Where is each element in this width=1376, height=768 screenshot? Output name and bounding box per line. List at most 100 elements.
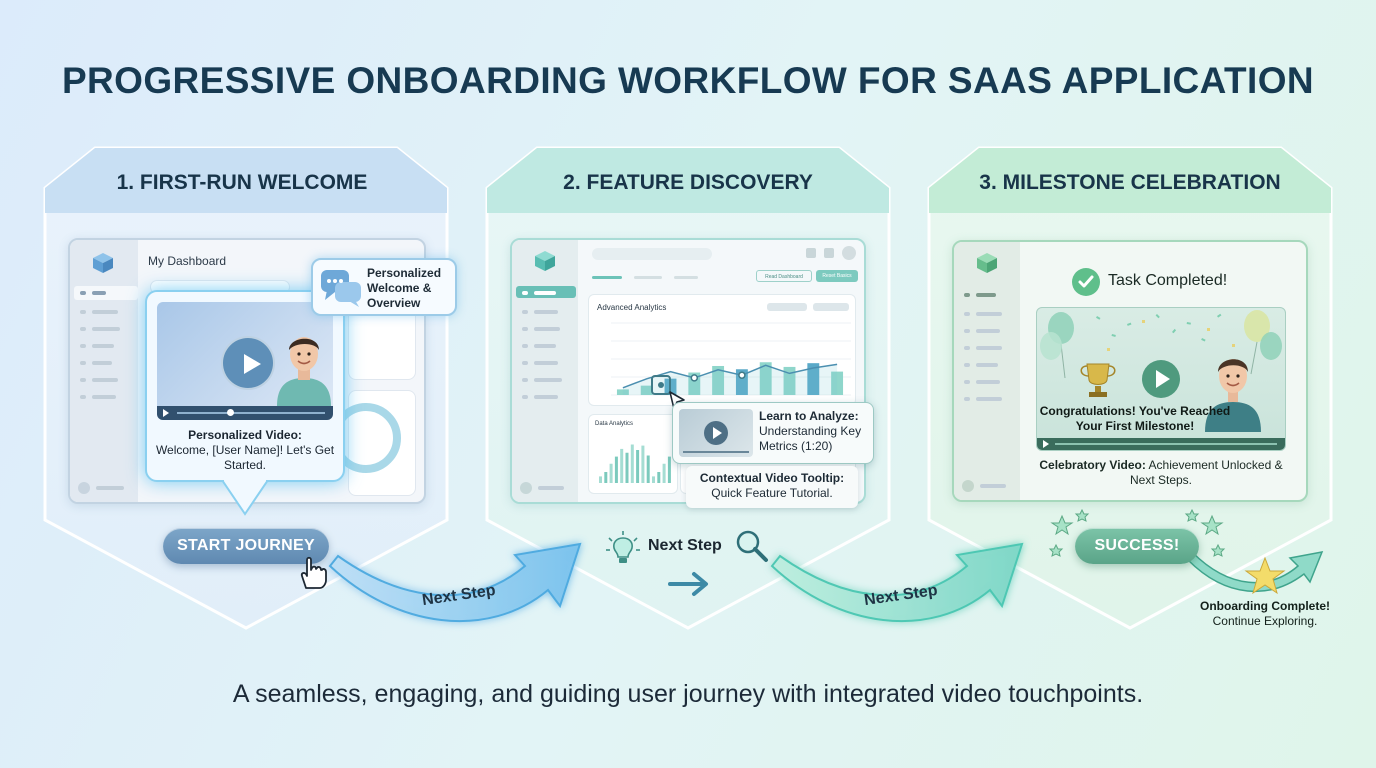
trophy-icon: [1080, 363, 1116, 397]
play-icon[interactable]: [221, 336, 275, 390]
mini-chart-bar: [667, 456, 671, 483]
chart-bar: [616, 389, 629, 395]
tooltip-video-player[interactable]: [679, 409, 753, 457]
analytics-chart: [611, 322, 851, 396]
next-step-arrow-2: [770, 542, 1024, 623]
mini-chart-bar: [641, 445, 645, 483]
reset-basics-button[interactable]: Reset Basics: [816, 270, 858, 282]
read-dashboard-button[interactable]: Read Dashboard: [756, 270, 812, 282]
balloon-icon: [1244, 310, 1270, 342]
sidebar: [954, 242, 1020, 500]
mini-chart-bar: [599, 476, 602, 483]
chart-bar: [688, 372, 701, 395]
cube-logo-icon: [535, 251, 555, 271]
advanced-analytics-card: Advanced Analytics: [588, 294, 856, 406]
celebration-video-player[interactable]: Congratulations! You've Reached Your Fir…: [1036, 307, 1286, 451]
mini-chart-bar: [630, 444, 634, 483]
chat-bubbles-icon: [321, 270, 361, 307]
hand-cursor-icon: [300, 556, 327, 589]
mini-chart-bar: [646, 455, 650, 483]
complete-label: Onboarding Complete!: [1200, 599, 1330, 613]
chart-dropdown[interactable]: [767, 303, 807, 311]
mini-chart-bar: [652, 476, 655, 483]
step-3-title: 3. MILESTONE CELEBRATION: [979, 171, 1281, 194]
analytics-mockup: Read Dashboard Reset Basics Advanced Ana…: [510, 238, 866, 504]
chart-bar: [759, 362, 772, 395]
dashboard-card: [331, 390, 416, 496]
context-text: Quick Feature Tutorial.: [711, 486, 833, 500]
success-button[interactable]: SUCCESS!: [1075, 528, 1199, 564]
mini-chart-bar: [609, 463, 613, 483]
chart-bar: [640, 385, 653, 395]
video-progress-bar[interactable]: [157, 406, 333, 420]
mini-chart-bar: [662, 463, 666, 483]
mini-chart-bar: [636, 450, 640, 483]
chart-point: [738, 371, 746, 379]
step-2-title: 2. FEATURE DISCOVERY: [563, 171, 813, 194]
lightbulb-icon: [606, 531, 640, 563]
checkmark-icon: [1072, 268, 1100, 296]
data-analytics-chart: [599, 444, 671, 483]
chart-bar: [712, 365, 725, 395]
mini-chart-bar: [657, 472, 661, 483]
data-analytics-title: Data Analytics: [595, 421, 634, 427]
sidebar: [70, 240, 138, 502]
welcome-video-popup[interactable]: [145, 290, 345, 482]
chart-bar: [807, 363, 820, 395]
dashboard-title: My Dashboard: [148, 254, 227, 268]
data-analytics-card: Data Analytics: [588, 414, 678, 494]
video-popup-tail: [222, 480, 268, 516]
tab[interactable]: [674, 276, 698, 279]
welcome-video-player[interactable]: [157, 302, 333, 420]
avatar[interactable]: [842, 246, 856, 260]
task-completed-text: Task Completed!: [1108, 272, 1228, 289]
celebration-message: Congratulations! You've Reached Your Fir…: [1039, 404, 1231, 433]
settings-icon[interactable]: [824, 248, 834, 258]
search-input[interactable]: [592, 248, 712, 260]
play-icon[interactable]: [704, 421, 728, 445]
page-title: PROGRESSIVE ONBOARDING WORKFLOW FOR SAAS…: [61, 60, 1315, 101]
celebration-caption-label: Celebratory Video:: [1039, 458, 1146, 472]
footer-tagline: A seamless, engaging, and guiding user j…: [232, 680, 1144, 708]
next-step-hint: Next Step: [648, 537, 722, 554]
step-1-title: 1. FIRST-RUN WELCOME: [116, 171, 368, 194]
cube-logo-icon: [977, 253, 997, 273]
cube-logo-icon: [93, 253, 113, 273]
chart-dropdown[interactable]: [813, 303, 849, 311]
sidebar: [512, 240, 578, 502]
caption-label: Personalized Video:: [188, 428, 302, 442]
confetti-balloons: [1040, 310, 1282, 432]
celebration-caption-text: Achievement Unlocked & Next Steps.: [1129, 458, 1283, 487]
tab-active[interactable]: [592, 276, 622, 279]
welcome-video-caption: Personalized Video: Welcome, [User Name]…: [145, 428, 345, 473]
play-icon[interactable]: [1142, 360, 1180, 398]
success-swoosh-arrow: [1187, 550, 1324, 593]
mini-chart-bar: [604, 472, 608, 483]
chart-bar: [831, 371, 844, 395]
chart-bar: [735, 369, 748, 395]
chart-bar: [783, 366, 796, 395]
chart-title: Advanced Analytics: [597, 303, 667, 312]
welcome-bubble: Personalized Welcome & Overview: [311, 258, 457, 316]
welcome-bubble-text: Personalized Welcome & Overview: [367, 266, 442, 310]
video-progress-bar[interactable]: [1037, 438, 1285, 450]
tooltip-text: Learn to Analyze: Understanding Key Metr…: [759, 409, 873, 454]
next-step-arrow-1: [328, 542, 582, 623]
celebration-caption: Celebratory Video: Achievement Unlocked …: [1030, 458, 1292, 488]
tooltip-label: Learn to Analyze:: [759, 409, 859, 423]
presenter-avatar: [277, 337, 331, 406]
caption-text: Welcome, [User Name]! Let's Get Started.: [155, 443, 335, 472]
onboarding-complete-text: Onboarding Complete! Continue Exploring.: [1180, 599, 1350, 629]
sparkle-stars: [1048, 508, 1226, 557]
chart-point: [690, 374, 699, 382]
tab[interactable]: [634, 276, 662, 279]
notification-icon[interactable]: [806, 248, 816, 258]
contextual-video-tooltip[interactable]: Learn to Analyze: Understanding Key Metr…: [672, 402, 874, 464]
contextual-tooltip-caption: Contextual Video Tooltip: Quick Feature …: [686, 466, 858, 508]
magnifier-icon: [736, 530, 768, 562]
mini-chart-bar: [614, 456, 618, 483]
arrow-right-icon: [668, 572, 708, 596]
start-journey-button[interactable]: START JOURNEY: [163, 528, 329, 564]
star-icon: [1244, 556, 1286, 595]
tooltip-description: Understanding Key Metrics (1:20): [759, 424, 862, 453]
